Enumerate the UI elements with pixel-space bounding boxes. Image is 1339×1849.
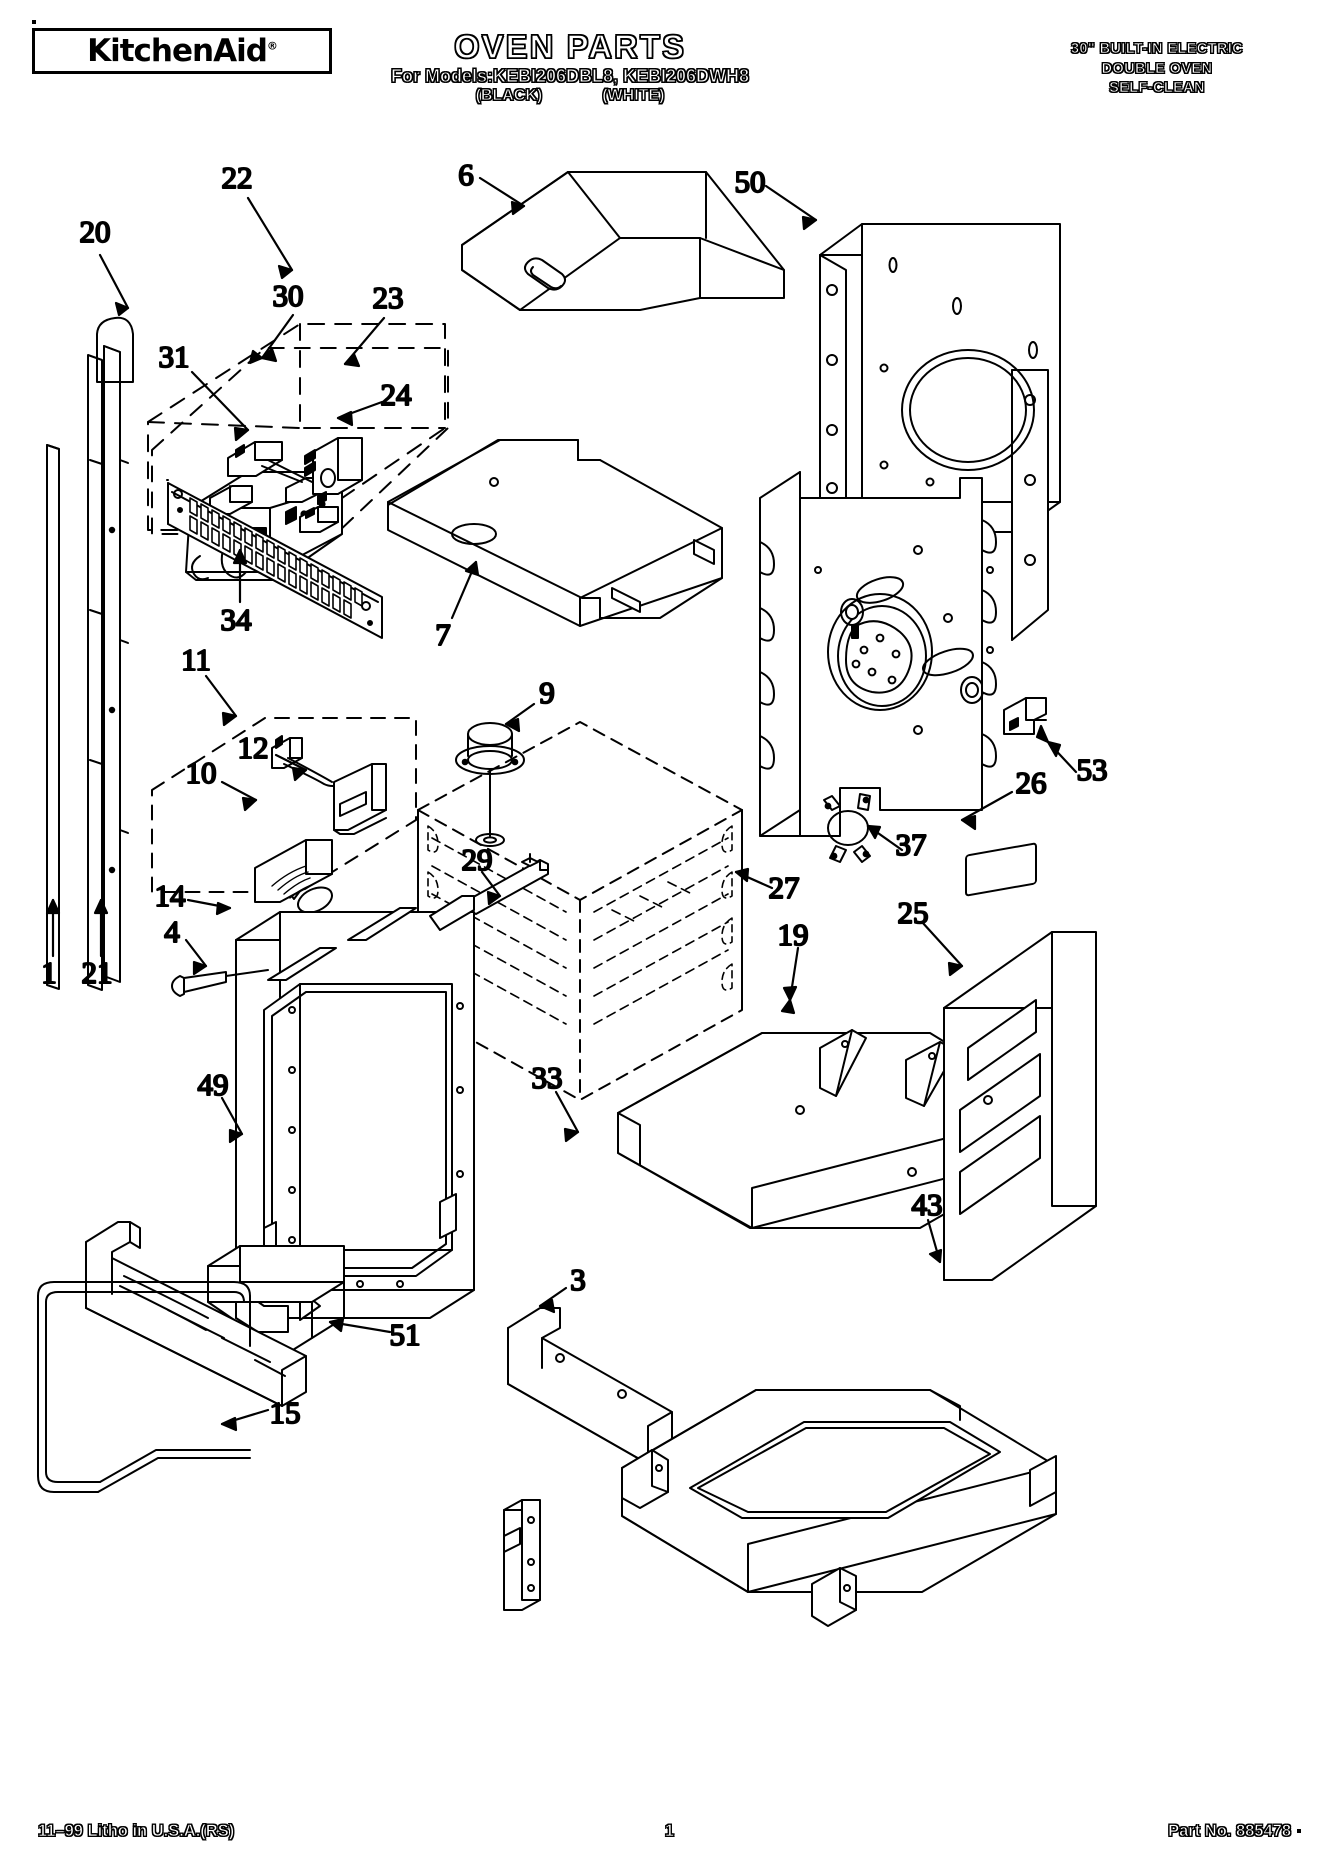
part-53-clip (1003, 697, 1047, 735)
callout-19: 19 (778, 917, 809, 952)
title-block: OVEN PARTS For Models:KEBI206DBL8, KEBI2… (330, 28, 810, 105)
callout-numbers: 20 22 30 23 31 24 6 50 34 7 11 12 10 9 2… (40, 156, 1108, 1431)
callout-29: 29 (462, 842, 493, 877)
callout-27: 27 (769, 870, 800, 905)
page-title: OVEN PARTS (453, 28, 687, 65)
callout-23: 23 (373, 280, 404, 315)
callout-30: 30 (273, 278, 304, 313)
exploded-parts-diagram: 20 22 30 23 31 24 6 50 34 7 11 12 10 9 2… (0, 110, 1339, 1760)
page-number: 1 (664, 1821, 675, 1840)
part-7-upper-shelf (387, 439, 723, 627)
callout-26: 26 (1016, 765, 1047, 800)
part-22-group-box (151, 347, 449, 535)
callout-49: 49 (198, 1067, 229, 1102)
part-20-trim-cap (96, 316, 134, 383)
callout-50: 50 (735, 164, 766, 199)
callout-11: 11 (181, 642, 211, 677)
callout-37: 37 (896, 827, 927, 862)
part-30-switch (227, 441, 313, 483)
registered-trademark-icon: ® (266, 39, 278, 53)
callout-10: 10 (186, 755, 217, 790)
callout-7: 7 (435, 617, 451, 652)
part-15-door-gasket (37, 1281, 251, 1493)
callout-3: 3 (570, 1262, 586, 1297)
spec-line-1: 30" BUILT-IN ELECTRIC (1070, 41, 1244, 58)
part-43-bottom-pan (621, 1389, 1057, 1627)
footer-tick-mark (1297, 1829, 1301, 1833)
callout-51: 51 (390, 1317, 421, 1352)
part-33-support-rail (507, 1307, 673, 1465)
leader-lines (45, 176, 1078, 1432)
callout-31: 31 (159, 339, 190, 374)
part-27-rack-ribs (431, 837, 729, 1025)
part-number: Part No. 885478 (1168, 1821, 1292, 1840)
spec-line-3: SELF-CLEAN (1109, 80, 1205, 97)
specification-block: 30" BUILT-IN ELECTRIC DOUBLE OVEN SELF-C… (1007, 40, 1307, 99)
part-51-bottom-trim (85, 1221, 307, 1407)
part-25-inner-side-panel (759, 471, 997, 837)
finish-black-label: (BLACK) (475, 87, 543, 105)
callout-4: 4 (164, 914, 180, 949)
callout-34: 34 (221, 602, 253, 637)
part-37-thermal-limiter (823, 793, 871, 863)
callout-25: 25 (898, 895, 929, 930)
callout-15: 15 (270, 1395, 301, 1430)
callout-22: 22 (222, 160, 253, 195)
models-label: For Models:KEBI206DBL8, KEBI206DWH8 (390, 65, 750, 86)
part-22-group-outline (147, 323, 446, 531)
callout-33: 33 (532, 1060, 563, 1095)
spec-line-2: DOUBLE OVEN (1101, 60, 1213, 77)
part-24-terminal-block (299, 506, 339, 533)
litho-info: 11–99 Litho in U.S.A.(RS) (38, 1821, 235, 1840)
part-23-relay (304, 437, 363, 505)
part-12-lamp-socket (271, 735, 387, 914)
part-6-top-cover (461, 171, 785, 311)
callout-6: 6 (458, 157, 474, 192)
callout-21: 21 (82, 955, 113, 990)
part-10-lamp-lens (254, 839, 333, 903)
part-11-lamp-group-outline (151, 717, 417, 893)
part-25-outer-door-panel (943, 842, 1097, 1281)
callout-14: 14 (155, 878, 187, 913)
part-4-screw (171, 969, 269, 997)
part-21-right-trim (87, 345, 129, 991)
brand-wordmark: KitchenAid (87, 32, 268, 69)
callout-12: 12 (238, 730, 269, 765)
callout-20: 20 (80, 214, 111, 249)
kitchenaid-logo: KitchenAid® (32, 28, 332, 74)
callout-24: 24 (381, 377, 413, 412)
corner-tick-mark (32, 20, 36, 24)
finish-white-label: (WHITE) (602, 87, 665, 105)
part-50-rear-panel (819, 223, 1061, 641)
part-1-left-trim (46, 444, 60, 990)
part-34-vent-grille (166, 479, 383, 639)
finish-row: (BLACK) (WHITE) (330, 87, 810, 105)
callout-43: 43 (912, 1187, 943, 1222)
part-3-mounting-bracket (503, 1499, 541, 1611)
callout-1: 1 (41, 955, 57, 990)
part-9-vent-cap (455, 722, 525, 847)
callout-9: 9 (539, 675, 555, 710)
callout-53: 53 (1077, 752, 1108, 787)
